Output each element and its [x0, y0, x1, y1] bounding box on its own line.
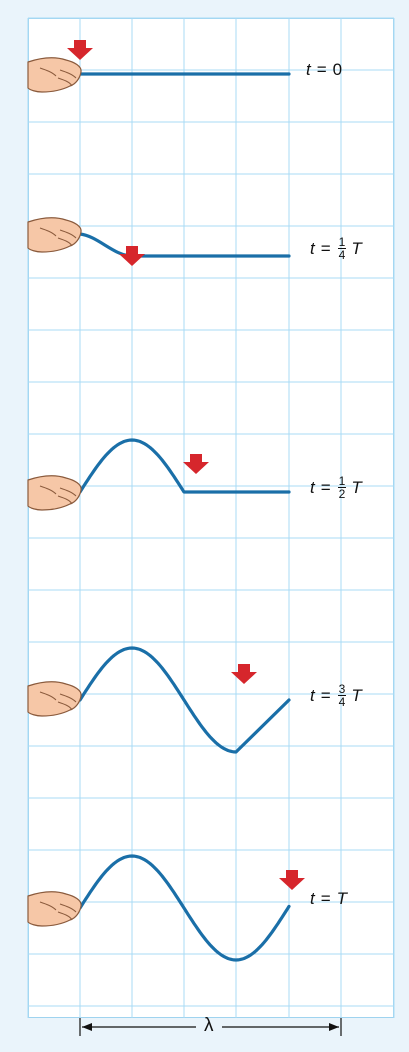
fraction-denominator: 2 [339, 488, 346, 500]
down-arrow-icon [231, 664, 257, 684]
fraction-denominator: 4 [339, 696, 346, 708]
period-symbol: T [337, 889, 347, 909]
time-label-0: t = 0 [306, 60, 342, 80]
hand-icon [28, 682, 81, 716]
equals-sign: = [321, 686, 331, 706]
time-variable: t [310, 686, 315, 706]
hand-icon [28, 218, 81, 252]
fraction-denominator: 4 [339, 249, 346, 261]
time-variable: t [310, 889, 315, 909]
down-arrow-icon [279, 870, 305, 890]
time-variable: t [306, 60, 311, 80]
period-symbol: T [351, 478, 361, 498]
down-arrow-icon [183, 454, 209, 474]
time-label-half: t = 1 2 T [310, 475, 362, 500]
down-arrow-icon [119, 246, 145, 266]
equals-sign: = [321, 478, 331, 498]
time-label-quarter: t = 1 4 T [310, 236, 362, 261]
time-label-three-quarter: t = 3 4 T [310, 683, 362, 708]
equals-sign: = [321, 889, 331, 909]
hand-icon [28, 892, 81, 926]
period-symbol: T [351, 239, 361, 259]
wavelength-arrowhead-right [329, 1023, 339, 1031]
fraction: 1 4 [338, 236, 347, 261]
wavelength-symbol: λ [204, 1015, 214, 1037]
equals-sign: = [321, 239, 331, 259]
time-variable: t [310, 478, 315, 498]
fraction: 3 4 [338, 683, 347, 708]
time-label-period: t = T [310, 889, 347, 909]
wavelength-arrowhead-left [82, 1023, 92, 1031]
equals-sign: = [317, 60, 327, 80]
hand-icon [28, 58, 81, 92]
fraction: 1 2 [338, 475, 347, 500]
period-symbol: T [351, 686, 361, 706]
down-arrow-icon [67, 40, 93, 60]
hand-icon [28, 476, 81, 510]
time-value: 0 [333, 60, 342, 80]
time-variable: t [310, 239, 315, 259]
